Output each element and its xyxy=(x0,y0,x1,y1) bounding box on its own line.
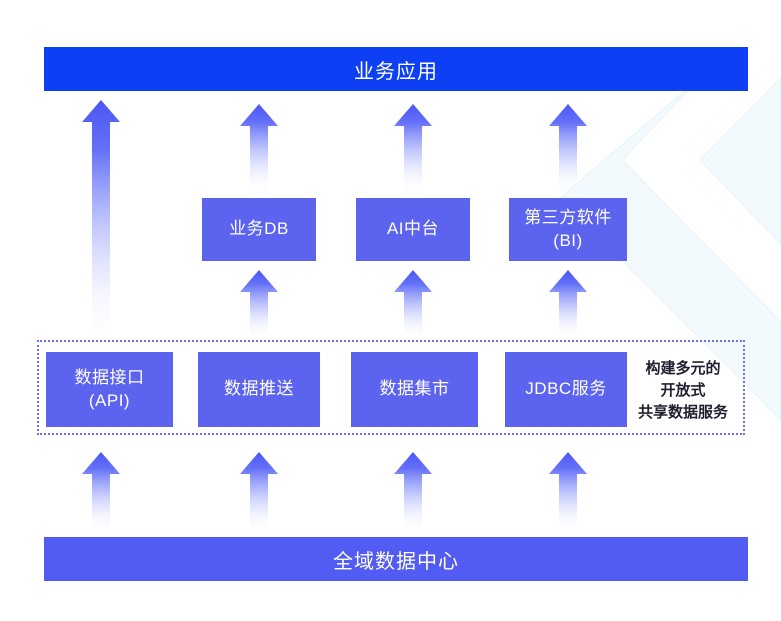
data-service-group-caption: 构建多元的 开放式 共享数据服务 xyxy=(637,360,728,421)
node-business-db[interactable]: 业务DB xyxy=(202,198,316,261)
data-service-group-container xyxy=(37,340,745,435)
arrow-mart-to-third-party-software xyxy=(549,270,587,340)
band-top-label: 业务应用 xyxy=(354,60,438,83)
node-data-push[interactable]: 数据推送 xyxy=(198,352,320,427)
band-business-application: 业务应用 xyxy=(44,47,748,91)
arrow-datacenter-to-jdbc xyxy=(549,452,587,534)
arrow-up-to-business-db xyxy=(240,104,278,196)
arrow-api-to-business-db xyxy=(240,270,278,340)
arrow-datacenter-to-api xyxy=(82,452,120,534)
node-third-party-software-label: 第三方软件 (BI) xyxy=(524,208,612,250)
node-data-push-label: 数据推送 xyxy=(224,379,294,399)
node-data-mart[interactable]: 数据集市 xyxy=(351,352,478,427)
node-jdbc-service[interactable]: JDBC服务 xyxy=(505,352,627,427)
node-ai-platform-label: AI中台 xyxy=(386,219,440,239)
node-business-db-label: 业务DB xyxy=(229,219,289,239)
node-data-api-label: 数据接口 (API) xyxy=(74,368,145,410)
band-bottom-label: 全域数据中心 xyxy=(333,550,459,573)
node-data-api[interactable]: 数据接口 (API) xyxy=(46,352,173,427)
arrow-up-to-ai-platform xyxy=(394,104,432,196)
arrow-datacenter-to-application xyxy=(82,100,120,348)
node-data-mart-label: 数据集市 xyxy=(379,379,450,399)
arrow-datacenter-to-mart xyxy=(394,452,432,534)
node-third-party-software[interactable]: 第三方软件 (BI) xyxy=(509,198,627,261)
node-ai-platform[interactable]: AI中台 xyxy=(356,198,470,261)
node-jdbc-service-label: JDBC服务 xyxy=(525,379,607,399)
band-global-data-center: 全域数据中心 xyxy=(44,537,748,581)
arrow-up-to-third-party-software xyxy=(549,104,587,196)
arrow-push-to-ai-platform xyxy=(394,270,432,340)
arrow-datacenter-to-push xyxy=(240,452,278,534)
